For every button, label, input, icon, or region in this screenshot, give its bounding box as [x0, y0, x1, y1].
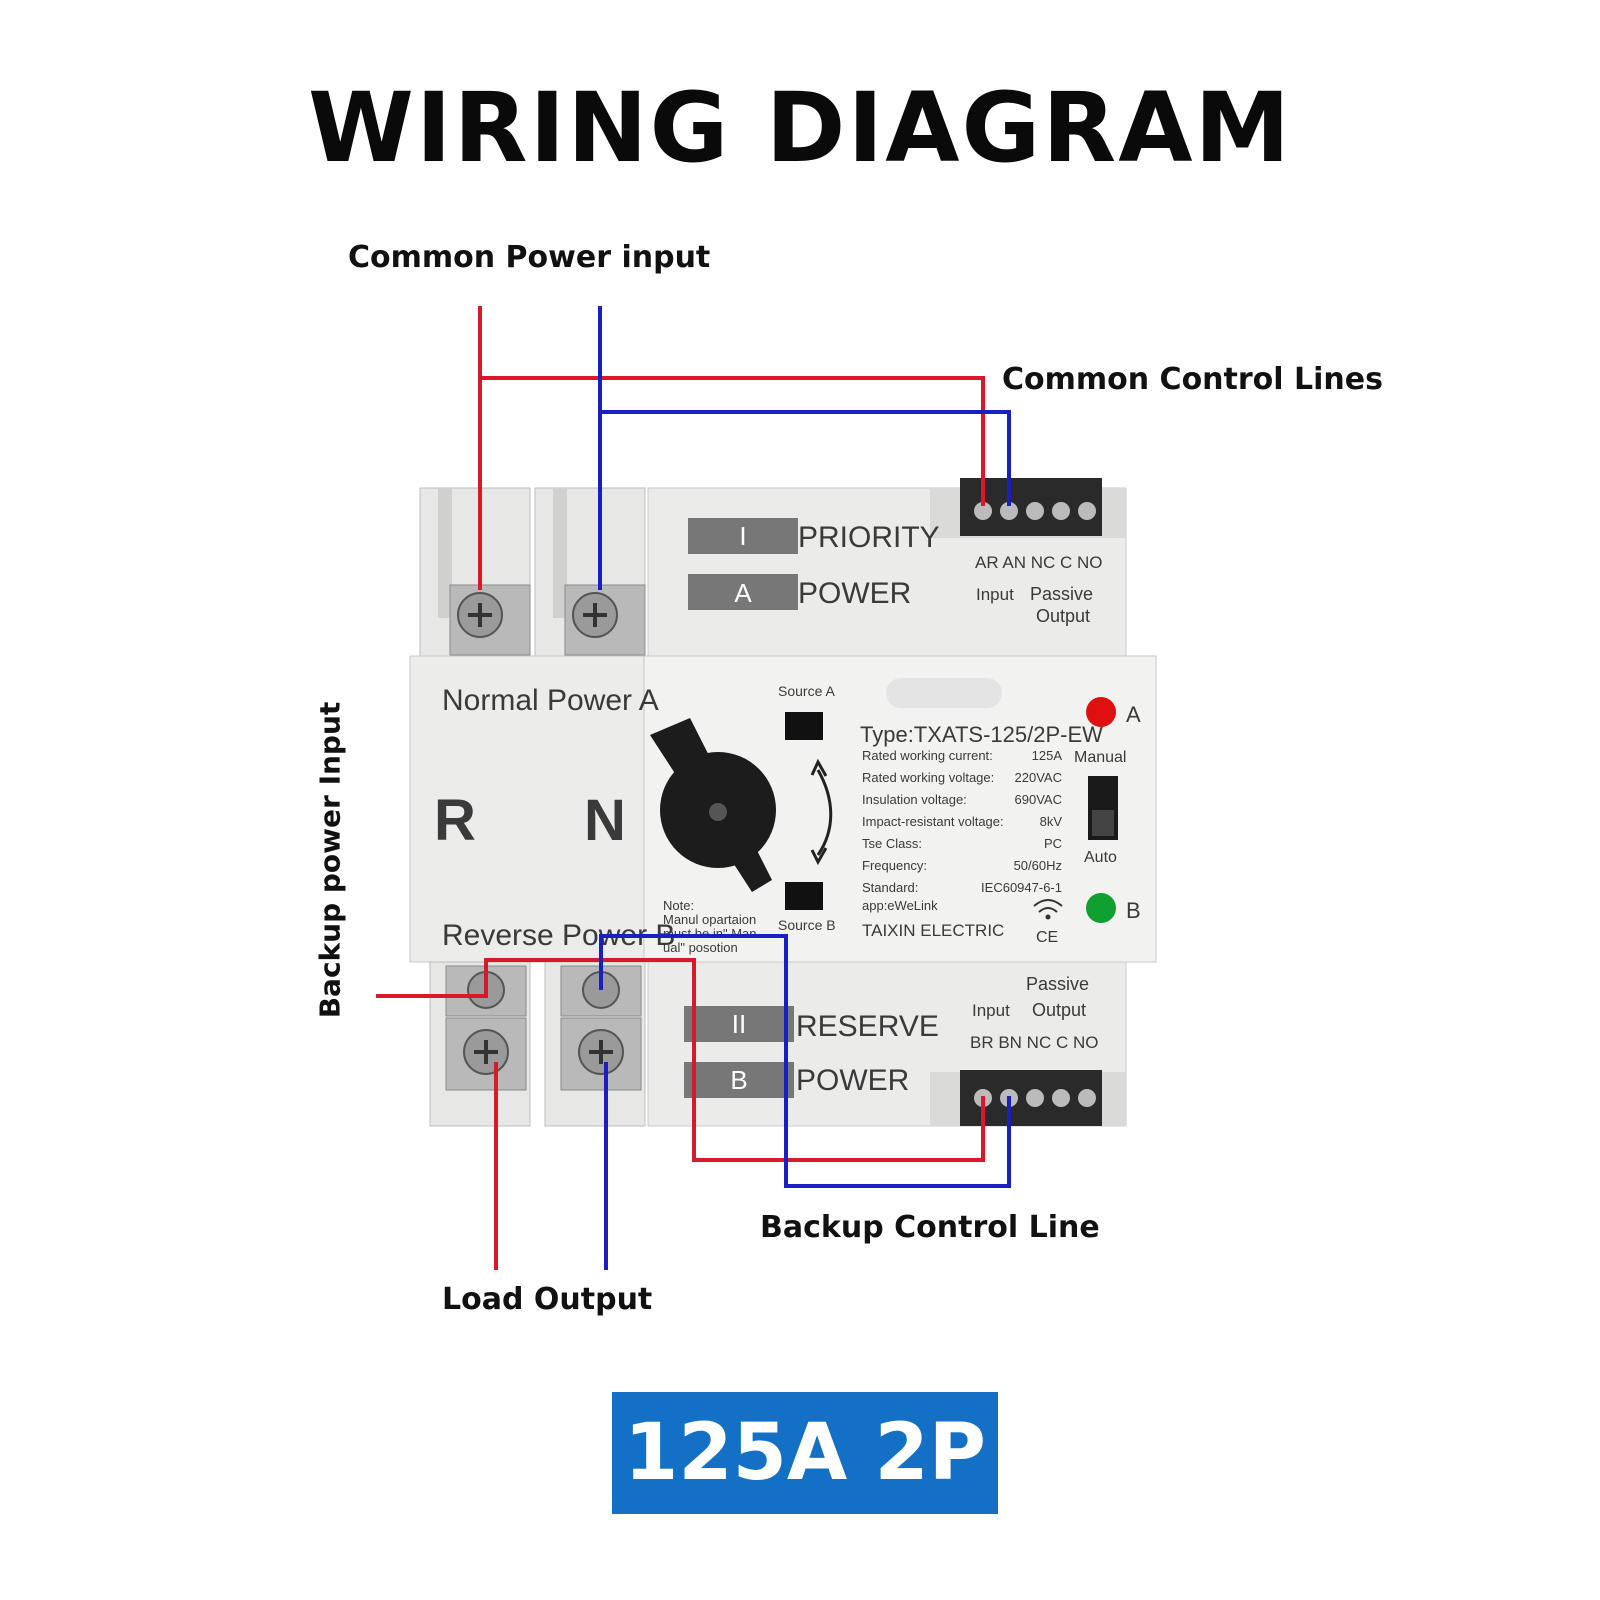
rotary-handle[interactable] [650, 718, 776, 892]
ats-device: I A PRIORITY POWER AR AN NC C NO Input P… [409, 478, 1157, 1127]
indicator-a-label: A [1126, 702, 1141, 727]
spec-key: Tse Class: [862, 836, 922, 851]
r-letter: R [434, 788, 476, 853]
priority-text: PRIORITY [798, 521, 940, 554]
spec-value: 8kV [1040, 814, 1063, 829]
source-a-window [785, 712, 823, 740]
common-live-wire [478, 306, 985, 590]
manual-label: Manual [1074, 749, 1126, 766]
bottom-output-label: Output [1032, 1000, 1086, 1020]
spec-value: 690VAC [1015, 792, 1062, 807]
note-line-1: Note: [663, 898, 694, 913]
top-output-label: Output [1036, 606, 1090, 626]
spec-key: Frequency: [862, 858, 927, 873]
top-passive-label: Passive [1030, 584, 1093, 604]
left-panel [409, 655, 645, 963]
reserve-power-text: POWER [796, 1064, 909, 1097]
backup-live-wire [376, 958, 985, 1162]
ce-mark: CE [1036, 929, 1058, 946]
auto-label: Auto [1084, 849, 1117, 866]
spec-key: Impact-resistant voltage: [862, 814, 1004, 829]
led-b-icon [1086, 893, 1116, 923]
priority-power-text: POWER [798, 577, 911, 610]
bottom-pin-labels: BR BN NC C NO [970, 1033, 1098, 1052]
rotation-arrow-icon [816, 769, 833, 856]
app-label: app:eWeLink [862, 898, 938, 913]
reserve-text: RESERVE [796, 1010, 939, 1043]
common-control-lines-label: Common Control Lines [1002, 362, 1383, 397]
backup-neutral-wire [599, 934, 1011, 1188]
reserve-tag-top: II [732, 1009, 746, 1039]
note-line-3: must be in" Man- [663, 926, 761, 941]
spec-list: Rated working current: 125A Rated workin… [862, 748, 1062, 895]
n-letter: N [584, 788, 626, 853]
spec-value: 50/60Hz [1014, 858, 1062, 873]
source-b-label: Source B [778, 917, 836, 933]
spec-value: 220VAC [1015, 770, 1062, 785]
priority-tag-top: I [739, 521, 746, 551]
brand-label: TAIXIN ELECTRIC [862, 921, 1004, 940]
spec-key: Insulation voltage: [862, 792, 967, 807]
spec-value: IEC60947-6-1 [981, 880, 1062, 895]
common-neutral-wire [598, 306, 1011, 590]
normal-power-label: Normal Power A [442, 684, 659, 717]
source-b-window [785, 882, 823, 910]
wires [376, 306, 1011, 1270]
note-line-4: ual" posotion [663, 940, 738, 955]
spec-key: Rated working current: [862, 748, 993, 763]
reserve-tag-bottom: B [730, 1065, 747, 1095]
bottom-input-label: Input [972, 1001, 1010, 1020]
backup-control-line-label: Backup Control Line [760, 1210, 1100, 1245]
blurred-logo [886, 678, 1002, 708]
note-line-2: Manul opartaion [663, 912, 756, 927]
load-output-label: Load Output [442, 1282, 653, 1317]
top-pin-labels: AR AN NC C NO [975, 553, 1103, 572]
top-input-label: Input [976, 585, 1014, 604]
spec-key: Rated working voltage: [862, 770, 994, 785]
indicator-b-label: B [1126, 898, 1141, 923]
reserve-housing [647, 961, 1127, 1127]
spec-value: 125A [1032, 748, 1063, 763]
priority-tag-bottom: A [734, 578, 752, 608]
page-title: WIRING DIAGRAM [307, 72, 1293, 184]
bottom-passive-label: Passive [1026, 974, 1089, 994]
led-a-icon [1086, 697, 1116, 727]
type-label: Type:TXATS-125/2P-EW [860, 722, 1103, 747]
spec-value: PC [1044, 836, 1062, 851]
rating-badge: 125A 2P [612, 1392, 998, 1514]
wifi-icon [1033, 899, 1063, 913]
source-a-label: Source A [778, 683, 835, 699]
spec-key: Standard: [862, 880, 918, 895]
common-power-input-label: Common Power input [348, 240, 711, 275]
